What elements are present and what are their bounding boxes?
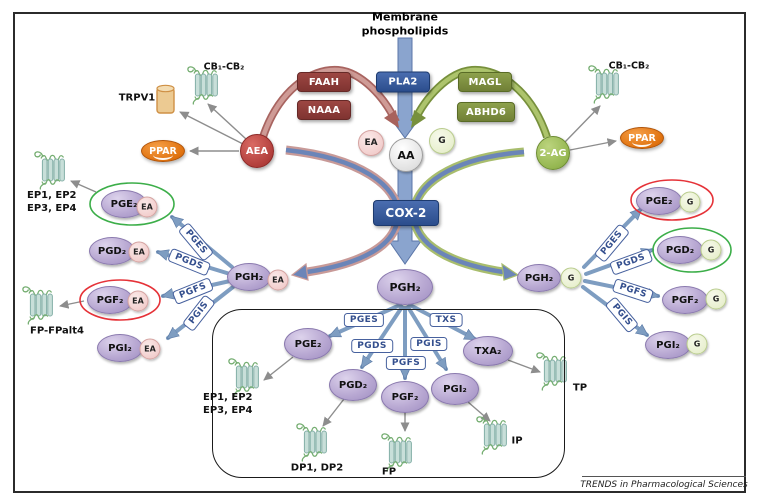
red-highlight-oval-pge2-g xyxy=(630,179,714,221)
pgf2-ea-tag: EA xyxy=(127,290,149,312)
title-line2: phospholipids xyxy=(361,24,449,38)
pgi2-ea-node: PGI₂ xyxy=(97,334,143,362)
caption-divider xyxy=(582,476,746,477)
g-node: G xyxy=(429,128,455,154)
cb-label-right: CB₁-CB₂ xyxy=(608,60,650,72)
txa2-box-node: TXA₂ xyxy=(463,336,513,366)
ppar-node-right: PPAR xyxy=(620,127,664,149)
cb-label-left: CB₁-CB₂ xyxy=(203,61,245,73)
fp-receptor-icon-left xyxy=(22,286,54,326)
green-highlight-oval-pgd2-g xyxy=(652,227,732,273)
cb-receptor-icon-right xyxy=(588,65,620,105)
2ag-node: 2-AG xyxy=(536,136,570,170)
pgi2-box-node: PGI₂ xyxy=(431,373,479,405)
cox2-box: COX-2 xyxy=(373,200,439,226)
txs-tag-box: TXS xyxy=(429,313,463,327)
pge2-g-tag: G xyxy=(679,191,701,213)
pgf2-g-node: PGF₂ xyxy=(662,286,708,314)
pgh2-g-hub: PGH₂ xyxy=(517,264,561,292)
faah-naaa-arc-arrow xyxy=(259,65,400,139)
red-highlight-oval-pgf2-ea xyxy=(79,279,161,321)
pgi2-g-node: PGI₂ xyxy=(645,331,691,359)
pge2-box-node: PGE₂ xyxy=(284,328,332,360)
pgh2-ea-tag: EA xyxy=(267,269,289,291)
ip-label: IP xyxy=(511,435,523,447)
pgf2-box-node: PGF₂ xyxy=(381,381,429,413)
faah-box: FAAH xyxy=(297,72,351,92)
figure-border xyxy=(13,12,746,493)
canonical-prostanoid-box xyxy=(212,309,565,478)
pgi2-g-tag: G xyxy=(686,333,708,355)
pgis-tag-box: PGIS xyxy=(410,337,448,351)
pgfs-tag-box: PGFS xyxy=(385,356,427,370)
pgd2-box-node: PGD₂ xyxy=(329,369,377,401)
pgd2-g-tag: G xyxy=(700,239,722,261)
aa-node: AA xyxy=(389,138,423,172)
tp-label: TP xyxy=(572,382,588,394)
trpv1-channel-icon xyxy=(156,84,175,114)
ppar-node-left: PPAR xyxy=(141,140,185,162)
pgh2-g-tag: G xyxy=(560,267,582,289)
dp-label: DP1, DP2 xyxy=(290,462,344,474)
ep-label-left-line1: EP1, EP2 xyxy=(27,190,77,201)
trpv1-label: TRPV1 xyxy=(118,92,156,104)
pge2-ea-tag: EA xyxy=(136,196,158,218)
pges-tag-box: PGES xyxy=(343,313,385,327)
fp-label: FP xyxy=(381,466,397,478)
pgi2-ea-tag: EA xyxy=(139,338,161,360)
pla2-box: PLA2 xyxy=(376,71,430,93)
magl-abhd6-arc-arrow xyxy=(410,65,551,139)
green-highlight-oval-pge2-ea xyxy=(89,182,175,226)
ep-receptor-icon-left xyxy=(34,151,66,191)
fp-alt-label: FP-FPalt4 xyxy=(30,325,84,337)
ep-label-box-line2: EP3, EP4 xyxy=(203,405,253,416)
ea-node: EA xyxy=(358,130,384,156)
journal-caption: TRENDS in Pharmacological Sciences xyxy=(580,480,748,490)
cb-receptor-icon-left xyxy=(187,66,219,106)
abhd6-box: ABHD6 xyxy=(457,102,515,122)
pgh2-center-node: PGH₂ xyxy=(377,269,433,305)
pgd2-ea-node: PGD₂ xyxy=(89,237,135,265)
pgf2-g-tag: G xyxy=(705,288,727,310)
pge2-g-node: PGE₂ xyxy=(636,187,682,215)
ep-label-box-line1: EP1, EP2 xyxy=(203,392,253,403)
ep-label-left-line2: EP3, EP4 xyxy=(27,203,77,214)
pgds-tag-box: PGDS xyxy=(351,339,393,353)
magl-box: MAGL xyxy=(458,72,512,92)
title-line1: Membrane xyxy=(372,10,438,24)
pgh2-ea-hub: PGH₂ xyxy=(227,263,271,291)
pgd2-g-node: PGD₂ xyxy=(657,236,703,264)
gray-arrows xyxy=(59,103,617,432)
aea-node: AEA xyxy=(240,134,274,168)
naaa-box: NAAA xyxy=(297,100,351,120)
pgd2-ea-tag: EA xyxy=(128,241,150,263)
pgf2-ea-node: PGF₂ xyxy=(87,286,133,314)
